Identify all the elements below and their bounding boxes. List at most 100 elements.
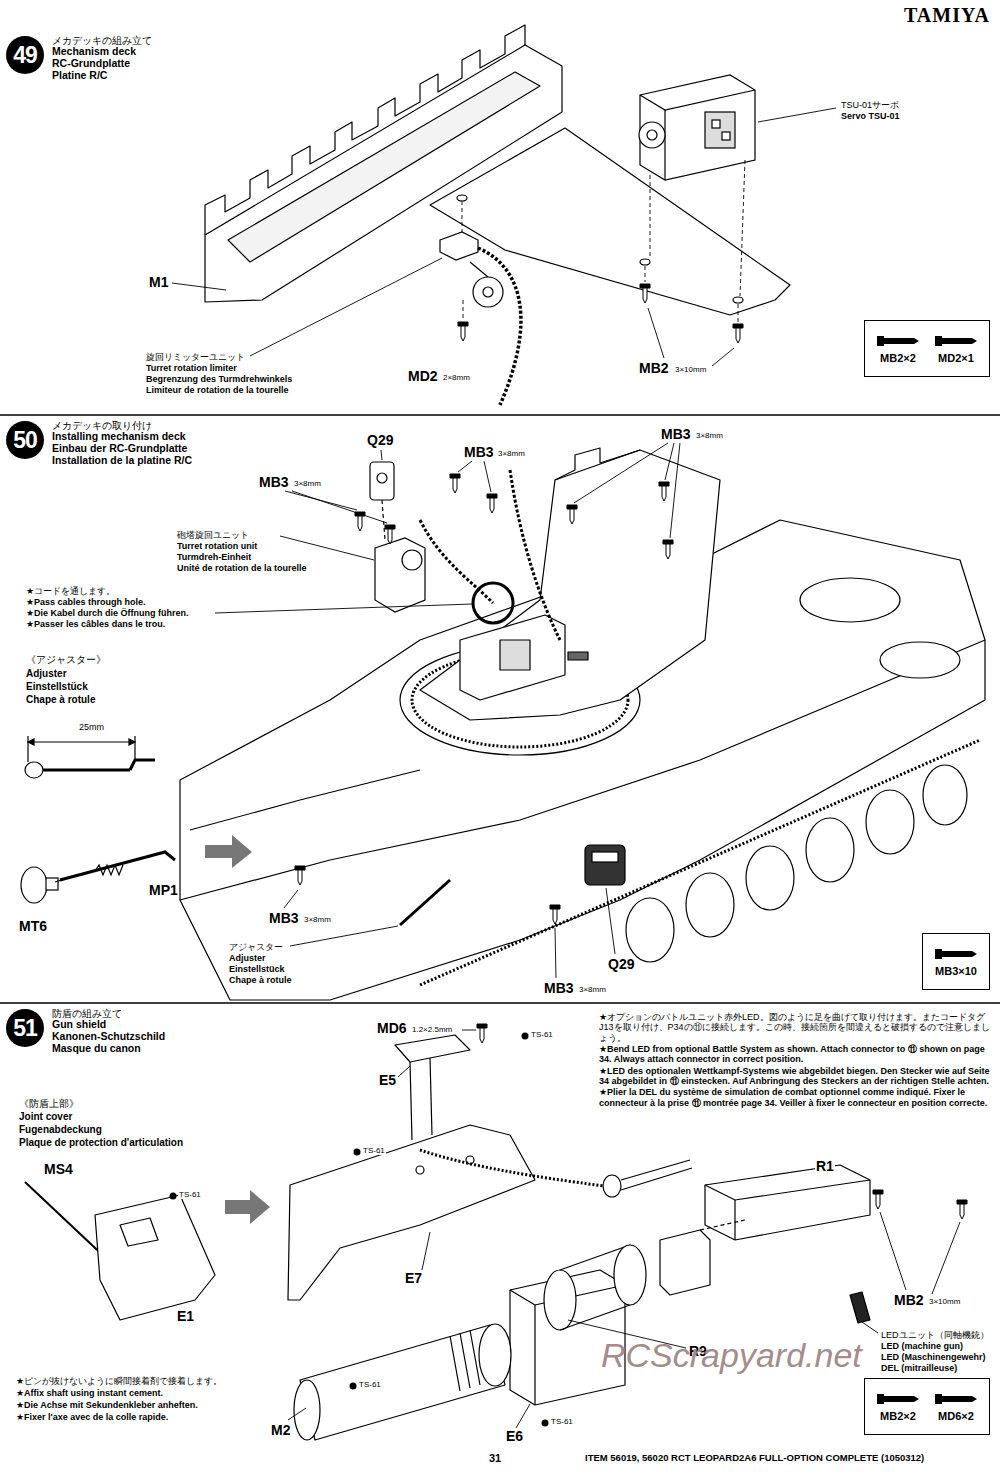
gun-shield bbox=[395, 1035, 470, 1062]
instruction-text: ★Plier la DEL du système de simulation d… bbox=[598, 1087, 995, 1108]
instruction-text: 25mm bbox=[78, 722, 105, 732]
step-separator bbox=[0, 1002, 1000, 1004]
hardware-item: MD6×2 bbox=[933, 1391, 979, 1422]
screw bbox=[295, 866, 305, 885]
instruction-text: LED (Maschinengewehr) bbox=[880, 1352, 987, 1362]
gun-shield bbox=[430, 1058, 432, 1135]
road-wheel bbox=[420, 740, 980, 985]
adjuster bbox=[21, 867, 47, 903]
screw-icon bbox=[875, 333, 921, 349]
instruction-text: Turret rotation unit bbox=[176, 541, 258, 551]
screw-icon bbox=[875, 1391, 921, 1407]
hardware-box: MB2×2MD6×2 bbox=[864, 1378, 990, 1435]
cable bbox=[510, 470, 560, 640]
instruction-text: アジャスター bbox=[228, 942, 284, 952]
screw-icon bbox=[935, 949, 942, 959]
mechanism-deck bbox=[555, 448, 640, 480]
instruction-text: Einstellstück bbox=[25, 681, 89, 693]
gun-shield bbox=[410, 1062, 412, 1140]
leader-line bbox=[932, 1222, 960, 1294]
servo bbox=[640, 75, 755, 180]
part-number: MB3 bbox=[463, 444, 495, 460]
turret-rotation-unit bbox=[370, 462, 425, 612]
gun-shield bbox=[850, 1292, 870, 1323]
part-number: MB2 bbox=[893, 1292, 925, 1308]
instruction-text: Turret rotation limiter bbox=[145, 363, 238, 373]
screw bbox=[550, 905, 560, 924]
size-note: 3×8mm bbox=[293, 479, 322, 488]
instruction-text: Chape à rotule bbox=[25, 694, 96, 706]
instruction-text: ★LED des optionalen Wettkampf-Systems wi… bbox=[598, 1066, 995, 1087]
adjuster bbox=[95, 865, 123, 875]
screw bbox=[957, 1200, 967, 1219]
screw-icon bbox=[877, 1394, 884, 1404]
gun-shield bbox=[420, 1150, 604, 1186]
gun-shield bbox=[660, 1230, 710, 1295]
screw bbox=[385, 525, 395, 544]
leader-line bbox=[574, 443, 668, 503]
part-q29 bbox=[585, 845, 625, 885]
screw bbox=[487, 494, 497, 513]
adjuster bbox=[28, 739, 135, 745]
gun-shield bbox=[534, 1305, 535, 1405]
leader-line bbox=[606, 888, 615, 954]
instruction-text: ★コードを通します。 bbox=[25, 586, 116, 596]
step-heading: メカデッキの取り付け bbox=[52, 420, 192, 431]
step-heading: Einbau der RC-Grundplatte bbox=[52, 443, 192, 455]
assembly-guide bbox=[645, 266, 646, 282]
instruction-text: DEL (mitrailleuse) bbox=[880, 1363, 958, 1373]
part-number: E1 bbox=[176, 1308, 195, 1324]
tank-hull bbox=[880, 642, 960, 678]
step-heading: Platine R/C bbox=[52, 70, 152, 82]
paint-dot bbox=[350, 1383, 357, 1390]
mechanism-deck bbox=[470, 262, 488, 277]
part-number: MB3 bbox=[660, 426, 692, 442]
step-separator bbox=[0, 414, 1000, 416]
assembly-guide bbox=[650, 175, 651, 258]
watermark: RCScrapyard.net bbox=[600, 1336, 863, 1375]
step-heading: RC-Grundplatte bbox=[52, 58, 152, 70]
step-heading: Mechanism deck bbox=[52, 46, 152, 58]
leader-line bbox=[516, 1404, 530, 1428]
gun-shield bbox=[479, 1324, 511, 1386]
size-note: 3×8mm bbox=[497, 449, 526, 458]
step-panel: メカデッキの取り付けInstalling mechanism deckEinba… bbox=[0, 415, 1000, 1003]
instruction-text: 砲塔旋回ユニット bbox=[176, 530, 250, 540]
hardware-count: MB3×10 bbox=[935, 965, 977, 977]
turret-rotation-unit bbox=[382, 500, 385, 540]
leader-line bbox=[398, 1066, 410, 1077]
leader-line bbox=[172, 108, 836, 366]
circle-shape bbox=[6, 1009, 44, 1047]
paint-dot bbox=[170, 1033, 549, 1427]
screw-icon bbox=[884, 1396, 919, 1402]
adjuster bbox=[43, 769, 130, 772]
instruction-text: Limiteur de rotation de la tourelle bbox=[145, 385, 290, 395]
gun-shield bbox=[705, 1180, 870, 1200]
step-number-circle: 50 bbox=[6, 421, 44, 459]
servo bbox=[664, 110, 665, 180]
gun-shield bbox=[614, 1245, 646, 1305]
instruction-text: Turmdreh-Einheit bbox=[176, 552, 252, 562]
size-note: TS-61 bbox=[178, 1190, 202, 1199]
instruction-text: ★オプションのバトルユニット赤外LED。図のように足を曲げて取り付けます。またコ… bbox=[598, 1012, 995, 1043]
servo bbox=[639, 122, 665, 148]
screw bbox=[458, 322, 468, 341]
leader-line bbox=[462, 1030, 476, 1031]
assembly-guide bbox=[463, 300, 464, 320]
joint-cover bbox=[25, 1182, 270, 1320]
joint-cover bbox=[120, 1218, 158, 1246]
hardware-box: MB3×10 bbox=[922, 933, 990, 990]
gun-shield bbox=[621, 1168, 692, 1190]
leader-line bbox=[862, 1322, 878, 1333]
part-number: M1 bbox=[148, 274, 169, 290]
size-note: 3×8mm bbox=[695, 431, 724, 440]
tank-hull bbox=[190, 770, 420, 830]
gun-shield bbox=[294, 1380, 320, 1440]
instruction-text: ★Die Achse mit Sekundenkleber anheften. bbox=[15, 1400, 199, 1410]
leader-line bbox=[665, 443, 674, 480]
mechanism-deck bbox=[473, 277, 503, 307]
part-number: M2 bbox=[270, 1422, 291, 1438]
assembly-guide bbox=[462, 160, 745, 322]
part-number: MP1 bbox=[148, 882, 179, 898]
size-note: TS-61 bbox=[362, 1146, 386, 1155]
